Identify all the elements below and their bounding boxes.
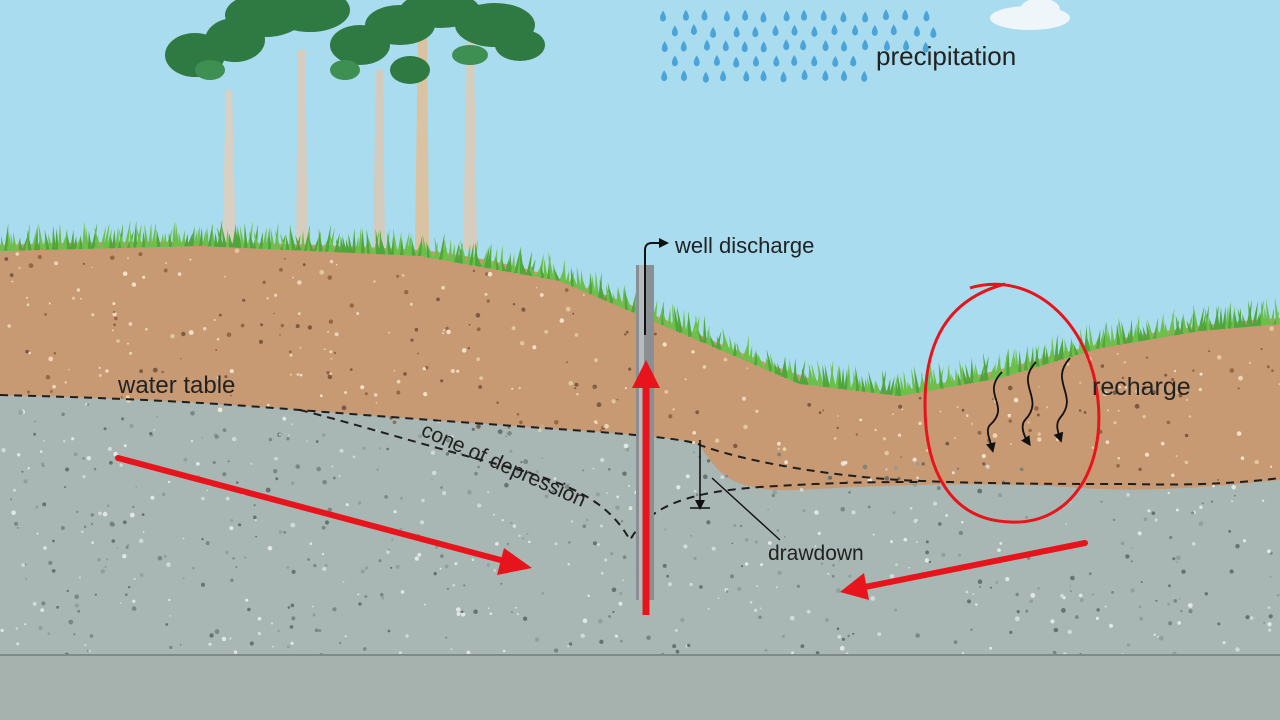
raindrop-icon [671,25,678,37]
drawdown-leader-line [711,477,781,541]
raindrop-icon [772,25,779,37]
raindrop-icon [703,39,710,51]
raindrop-icon [780,71,787,83]
drawdown-arrow [690,440,710,510]
raindrop-icon [923,10,930,22]
raindrop-icon [671,55,678,67]
recharge-label: recharge [1092,373,1191,401]
raindrop-icon [832,55,839,67]
recharge-arrows [985,357,1071,453]
raindrop-icon [760,11,767,23]
raindrop-icon [713,54,720,66]
grass-surface [0,219,1280,396]
raindrop-icon [690,24,697,36]
raindrop-icon [783,39,790,51]
raindrop-icon [811,55,818,67]
raindrop-icon [930,26,937,38]
raindrop-icon [783,10,790,22]
raindrop-icon [760,70,767,82]
raindrop-icon [871,24,878,36]
raindrop-icon [883,40,890,52]
precipitation-label: precipitation [876,41,1016,71]
raindrop-icon [801,69,808,81]
raindrop-icon [831,24,838,36]
raindrop-icon [850,55,857,67]
raindrop-icon [710,26,717,38]
raindrop-icon [820,9,827,21]
raindrop-icon [791,24,798,36]
raindrop-icon [661,70,668,82]
raindrop-icon [693,55,700,67]
raindrop-icon [680,70,687,82]
tree-icon [165,0,545,250]
raindrop-icon [822,70,829,82]
raindrop-icon [720,70,727,82]
raindrop-icon [680,40,687,52]
raindrop-icon [840,40,847,52]
bedrock-layer [0,655,1280,720]
raindrop-icon [682,9,689,21]
sediment-speckles [0,248,1280,720]
raindrop-icon [773,55,780,67]
raindrop-icon [800,39,807,51]
raindrop-icon [862,11,869,23]
raindrop-icon [701,9,708,21]
raindrop-icon [862,39,869,51]
raindrop-icon [760,41,767,53]
raindrop-icon [861,70,868,82]
raindrop-icon [800,9,807,21]
raindrop-icon [922,41,929,53]
flow-arrow-left [115,455,532,575]
raindrop-icon [882,9,889,21]
pumping-arrow-up [632,360,660,615]
well-discharge-label: well discharge [674,233,814,258]
raindrop-icon [660,10,667,22]
raindrop-icon [903,39,910,51]
raindrop-icon [752,55,759,67]
raindrop-icon [702,71,709,83]
well-discharge-arrow [644,238,669,335]
raindrop-icon [742,9,749,21]
raindrop-icon [902,9,909,21]
raindrop-icon [733,56,740,68]
cone-of-depression-line [299,409,921,543]
raindrop-icon [791,55,798,67]
raindrop-icon [811,25,818,37]
raindrop-icon [660,9,937,83]
raindrop-icon [852,24,859,36]
raindrop-icon [890,24,897,36]
raindrop-icon [841,70,848,82]
raindrop-icon [913,25,920,37]
raindrop-icon [722,40,729,52]
raindrop-icon [752,26,759,38]
raindrop-icon [840,11,847,23]
recharge-highlight-circle [923,282,1101,524]
raindrop-icon [822,40,829,52]
raindrop-icon [741,41,748,53]
raindrop-icon [733,26,740,38]
drawdown-label: drawdown [768,542,864,565]
raindrop-icon [661,41,668,53]
water-table-line [0,394,1280,486]
water-table-label: water table [117,372,235,399]
flow-arrow-right [840,540,1088,600]
raindrop-icon [743,70,750,82]
raindrop-icon [723,10,730,22]
cloud-icon [990,0,1070,30]
